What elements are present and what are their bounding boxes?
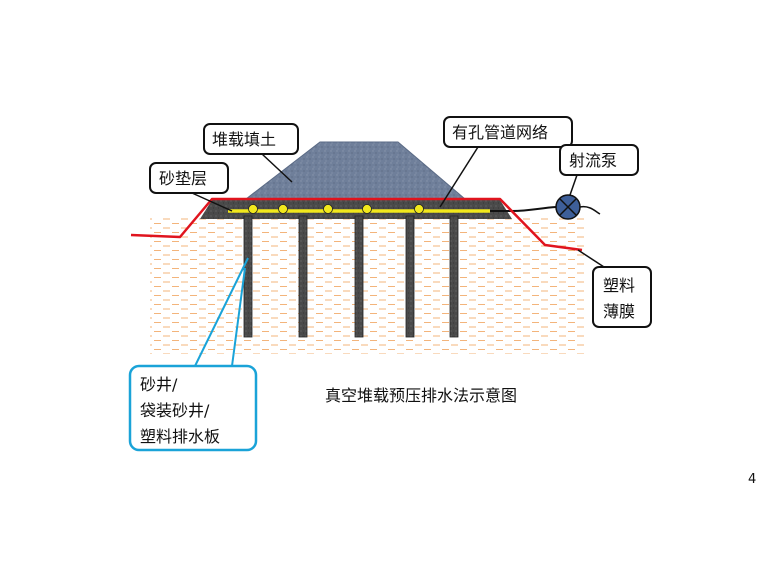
- vertical-drain: [449, 215, 459, 338]
- plastic-film-label-line2: 薄膜: [603, 302, 635, 321]
- jet-pump-icon: [555, 194, 601, 220]
- perforated-pipe-label: 有孔管道网络: [452, 123, 548, 142]
- vertical-drain: [405, 215, 415, 338]
- callout-jet-pump: 射流泵: [559, 144, 639, 196]
- pipe-node: [278, 204, 288, 214]
- pipe-node: [323, 204, 333, 214]
- pipe-node: [362, 204, 372, 214]
- pipe-node: [414, 204, 424, 214]
- surcharge-fill-label: 堆载填土: [212, 130, 276, 149]
- sand-cushion-label: 砂垫层: [159, 169, 207, 188]
- vertical-drain: [354, 215, 364, 338]
- drain-label-line1: 砂井/: [140, 375, 178, 394]
- pipe-node: [248, 204, 258, 214]
- drain-label-line3: 塑料排水板: [140, 427, 220, 446]
- page-number: 4: [748, 472, 757, 487]
- vertical-drain: [298, 215, 308, 338]
- drain-label-line2: 袋装砂井/: [140, 401, 210, 420]
- sealing-membrane: [130, 197, 583, 252]
- soil-foundation: [150, 218, 586, 354]
- callout-vertical-drains: 砂井/ 袋装砂井/ 塑料排水板: [128, 257, 258, 452]
- pipe-nodes: [248, 204, 424, 214]
- plastic-film-label-line1: 塑料: [603, 276, 635, 295]
- callout-sand-cushion: 砂垫层: [149, 162, 233, 212]
- callout-surcharge-fill: 堆载填土: [203, 123, 299, 183]
- vertical-drain: [243, 215, 253, 338]
- callout-perforated-pipe: 有孔管道网络: [439, 116, 573, 208]
- jet-pump-label: 射流泵: [569, 151, 617, 170]
- vertical-drains: [243, 215, 459, 338]
- diagram-caption: 真空堆载预压排水法示意图: [325, 386, 518, 405]
- callout-plastic-film: 塑料 薄膜: [577, 249, 652, 328]
